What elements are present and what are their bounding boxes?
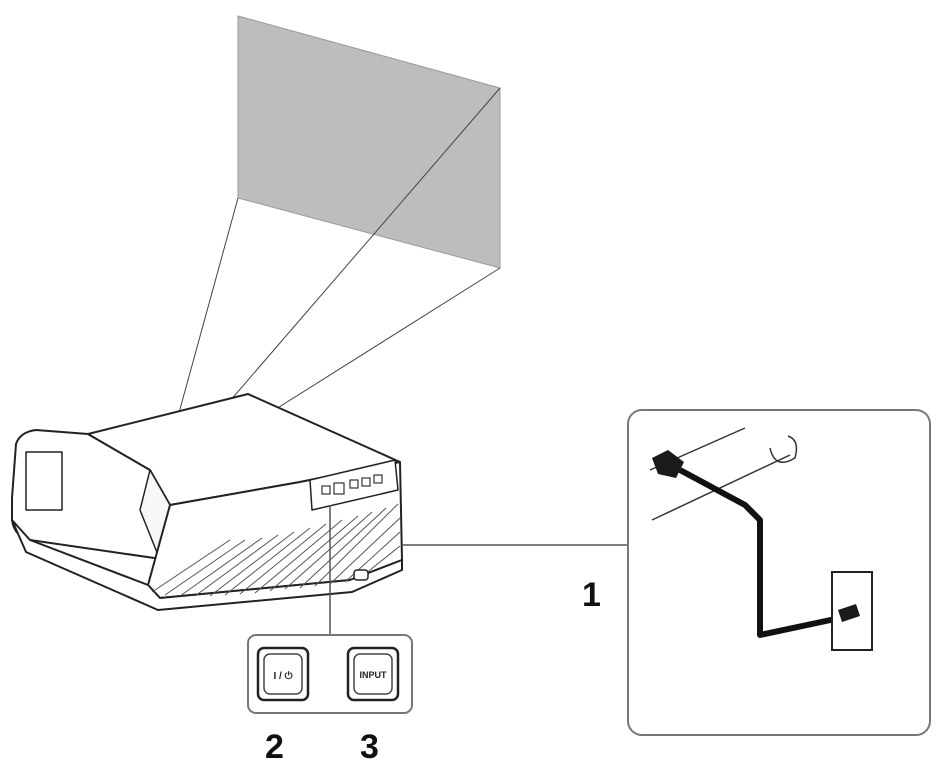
outlet-plug bbox=[838, 604, 860, 622]
input-button[interactable]: INPUT bbox=[346, 646, 400, 702]
power-cord-inset bbox=[627, 409, 931, 736]
power-button[interactable]: I / ⏻ bbox=[256, 646, 310, 702]
projector-control-buttons bbox=[321, 474, 383, 495]
projector-vent-grille bbox=[151, 503, 401, 597]
input-button-label: INPUT bbox=[360, 670, 388, 680]
callout-number-3: 3 bbox=[360, 728, 379, 766]
projector-illustration bbox=[11, 393, 403, 611]
callout-lines bbox=[329, 505, 630, 635]
projection-screen bbox=[237, 15, 501, 269]
callout-number-2: 2 bbox=[265, 728, 284, 766]
power-cord-inset-art bbox=[649, 427, 873, 651]
projector-foot bbox=[353, 569, 369, 581]
power-cable bbox=[678, 467, 841, 638]
power-plug-icon bbox=[652, 450, 684, 478]
power-button-label: I / ⏻ bbox=[273, 670, 292, 682]
callout-number-1: 1 bbox=[582, 576, 601, 614]
